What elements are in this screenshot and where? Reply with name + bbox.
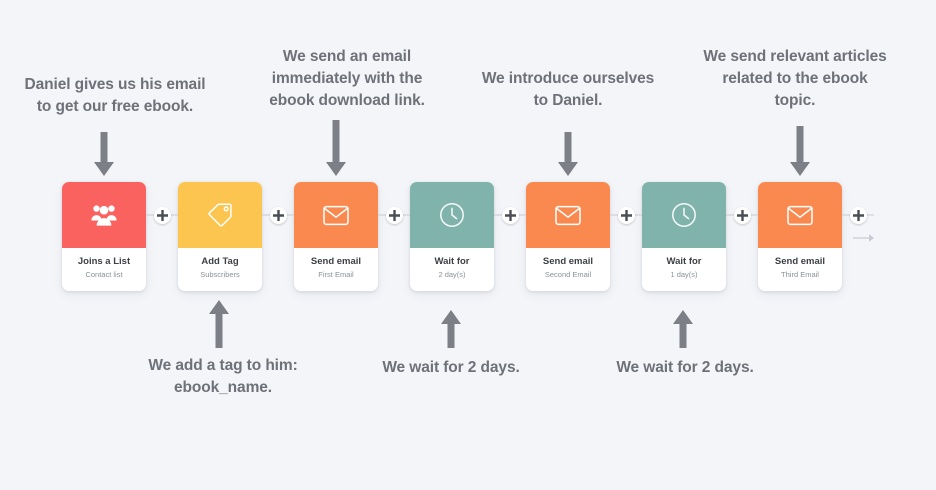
connector-4 <box>494 182 526 248</box>
annotation-line: to get our free ebook. <box>36 98 194 115</box>
connector-1 <box>146 182 178 248</box>
flow-end-arrow <box>853 233 877 243</box>
annotation-line: related to the ebook <box>722 70 868 87</box>
people-group-icon <box>91 204 117 226</box>
annotation-line: We send relevant articles <box>703 48 887 65</box>
node-icon-area <box>294 182 378 248</box>
node-label-area: Send email First Email <box>294 248 378 291</box>
node-title: Wait for <box>434 256 470 267</box>
workflow-node-row: Joins a List Contact list <box>62 182 874 291</box>
annotation-top-4: We send relevant articles related to the… <box>690 46 900 112</box>
add-step-button-5[interactable] <box>617 206 635 224</box>
annotation-top-2: We send an email immediately with the eb… <box>252 46 442 112</box>
workflow-node-wait-for-1-day[interactable]: Wait for 1 day(s) <box>642 182 726 291</box>
add-step-button-3[interactable] <box>385 206 403 224</box>
connector-5 <box>610 182 642 248</box>
annotation-line: to Daniel. <box>533 92 603 109</box>
node-subtitle: First Email <box>318 270 354 279</box>
envelope-icon <box>555 205 581 226</box>
arrow-down-to-node-1 <box>91 132 117 178</box>
node-title: Wait for <box>666 256 702 267</box>
tag-icon <box>207 202 233 228</box>
add-step-button-6[interactable] <box>733 206 751 224</box>
node-title: Add Tag <box>201 256 239 267</box>
annotation-line: ebook download link. <box>269 92 425 109</box>
node-subtitle: Contact list <box>85 270 123 279</box>
annotation-line: We wait for 2 days. <box>382 359 520 376</box>
annotation-top-1: Daniel gives us his email to get our fre… <box>10 74 220 118</box>
node-label-area: Send email Second Email <box>526 248 610 291</box>
annotation-top-3: We introduce ourselves to Daniel. <box>468 68 668 112</box>
node-icon-area <box>178 182 262 248</box>
annotation-line: We wait for 2 days. <box>616 359 754 376</box>
node-icon-area <box>758 182 842 248</box>
connector-2 <box>262 182 294 248</box>
node-icon-area <box>526 182 610 248</box>
add-step-button-7[interactable] <box>849 206 867 224</box>
node-subtitle: Second Email <box>544 270 592 279</box>
arrow-up-to-node-4 <box>438 310 464 348</box>
envelope-icon <box>323 205 349 226</box>
annotation-line: We send an email <box>282 48 412 65</box>
connector-3 <box>378 182 410 248</box>
arrow-down-to-node-3 <box>323 120 349 178</box>
connector-7 <box>842 182 874 248</box>
annotation-line: Daniel gives us his email <box>24 76 206 93</box>
annotation-bottom-3: We wait for 2 days. <box>602 357 768 379</box>
node-subtitle: 2 day(s) <box>438 270 466 279</box>
add-step-button-4[interactable] <box>501 206 519 224</box>
annotation-line: topic. <box>774 92 816 109</box>
node-icon-area <box>642 182 726 248</box>
clock-icon <box>671 202 697 228</box>
node-label-area: Wait for 1 day(s) <box>642 248 726 291</box>
node-label-area: Add Tag Subscribers <box>178 248 262 291</box>
annotation-line: ebook_name. <box>174 379 272 396</box>
node-title: Joins a List <box>77 256 131 267</box>
node-label-area: Send email Third Email <box>758 248 842 291</box>
add-step-button-1[interactable] <box>153 206 171 224</box>
envelope-icon <box>787 205 813 226</box>
node-label-area: Wait for 2 day(s) <box>410 248 494 291</box>
workflow-node-send-email-second[interactable]: Send email Second Email <box>526 182 610 291</box>
workflow-node-joins-a-list[interactable]: Joins a List Contact list <box>62 182 146 291</box>
arrow-up-to-node-2 <box>206 300 232 348</box>
node-subtitle: Third Email <box>781 270 819 279</box>
node-title: Send email <box>774 256 826 267</box>
workflow-node-send-email-third[interactable]: Send email Third Email <box>758 182 842 291</box>
node-icon-area <box>62 182 146 248</box>
workflow-node-wait-for-2-days[interactable]: Wait for 2 day(s) <box>410 182 494 291</box>
workflow-node-add-tag[interactable]: Add Tag Subscribers <box>178 182 262 291</box>
node-icon-area <box>410 182 494 248</box>
annotation-bottom-2: We wait for 2 days. <box>368 357 534 379</box>
arrow-down-to-node-7 <box>787 126 813 178</box>
clock-icon <box>439 202 465 228</box>
add-step-button-2[interactable] <box>269 206 287 224</box>
node-title: Send email <box>310 256 362 267</box>
annotation-line: We add a tag to him: <box>148 357 298 374</box>
annotation-bottom-1: We add a tag to him: ebook_name. <box>130 355 316 399</box>
connector-6 <box>726 182 758 248</box>
node-label-area: Joins a List Contact list <box>62 248 146 291</box>
node-subtitle: 1 day(s) <box>670 270 698 279</box>
annotation-line: We introduce ourselves <box>481 70 655 87</box>
node-title: Send email <box>542 256 594 267</box>
workflow-node-send-email-first[interactable]: Send email First Email <box>294 182 378 291</box>
arrow-up-to-node-6 <box>670 310 696 348</box>
node-subtitle: Subscribers <box>200 270 240 279</box>
annotation-line: immediately with the <box>271 70 423 87</box>
arrow-down-to-node-5 <box>555 132 581 178</box>
